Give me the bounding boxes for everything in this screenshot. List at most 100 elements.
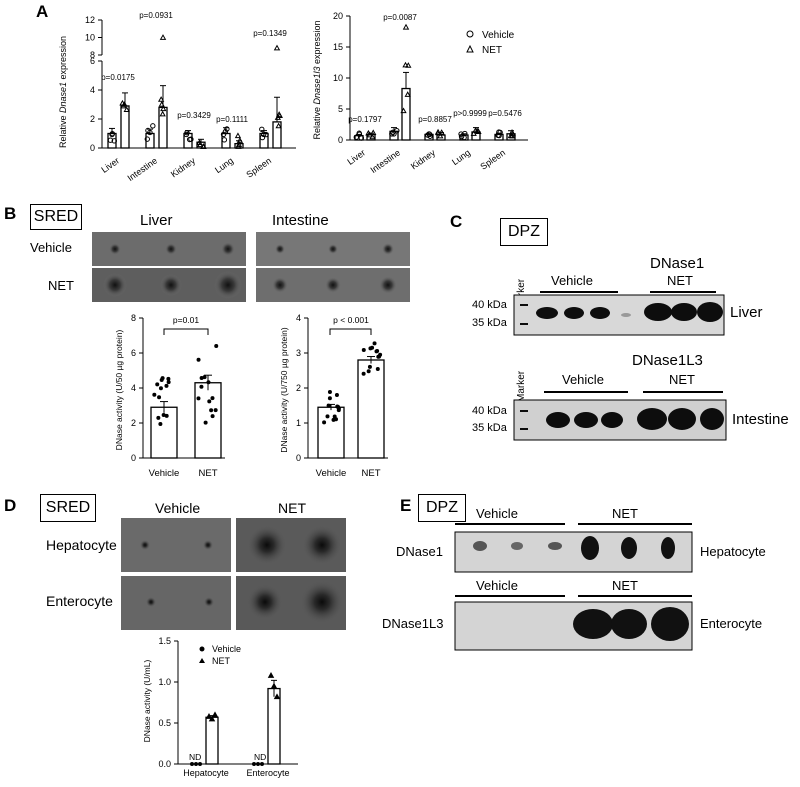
sred-tag-b: SRED [30,204,82,230]
point-net [123,106,130,113]
data-point [370,345,375,350]
y-axis-label: DNase activity (U/50 µg protein) [114,330,124,451]
data-point [209,408,214,413]
y-tick-label: 2 [296,383,301,393]
y-tick-label: 1.5 [158,636,171,646]
data-point [327,396,332,401]
y-tick-label: 0.0 [158,759,171,769]
col-label-net: NET [278,500,306,516]
y-tick-label: 0 [338,135,343,145]
point-vehicle [256,762,260,766]
panel-e-western: Vehicle NET DNase1 Hepatocyte Vehicle NE… [382,506,766,651]
data-point [332,414,337,419]
legend-net: NET [212,656,231,666]
kda-40: 40 kDa [472,299,508,311]
x-label-vehicle: Vehicle [316,468,347,479]
p-value: p=0.0931 [139,11,173,20]
data-point [166,376,171,381]
legend: Vehicle NET [466,30,515,56]
y-tick-label: 1.0 [158,677,171,687]
point-vehicle [190,762,194,766]
y-axis-label: Relative Dnase1 expression [58,36,68,148]
point-vehicle [389,131,395,137]
data-point [161,413,166,418]
nd-label-2: ND [254,752,266,762]
panel-label-b: B [4,204,17,223]
y-tick-label: 10 [85,33,95,43]
data-point [155,382,160,387]
marker-label: Marker [516,278,527,310]
point-vehicle [107,137,114,143]
point-net [435,129,442,136]
y-tick-label: 0.5 [158,718,171,728]
point-net [235,141,243,148]
point-vehicle [353,134,360,140]
x-tick-label: Spleen [244,155,273,179]
data-point [327,390,332,395]
point-net [276,111,283,117]
point-net-outlier [159,34,167,40]
point-net [267,672,275,678]
cell-label-hepatocyte: Hepatocyte [700,544,766,559]
x-label-net: NET [362,468,381,479]
data-point [164,413,169,418]
point-vehicle [461,134,467,141]
y-tick-label: 3 [296,348,301,358]
data-point [196,396,201,401]
y-axis-label: DNase activity (U/750 µg protein) [279,327,289,453]
data-point [158,386,163,391]
liver-net-spots [103,271,242,299]
row-label-dnase1: DNase1 [396,544,443,559]
bar-net [267,687,281,765]
data-point [322,420,327,425]
point-net [120,102,127,109]
x-tick-label: Spleen [478,147,507,171]
y-tick-label: 0 [90,143,95,153]
net-label-2: NET [669,372,695,387]
point-vehicle [144,136,151,142]
point-net [438,129,445,135]
panel-label-a: A [36,2,49,21]
point-net [208,715,216,722]
bar-net [120,105,130,149]
y-tick-label: 4 [131,383,136,393]
point-net [273,693,281,700]
data-point [375,366,380,371]
p-value: p=0.1797 [348,115,382,124]
p-value: p=0.0175 [101,73,135,82]
point-vehicle [220,131,227,138]
intestine-label: Intestine [732,411,789,428]
data-point [210,414,215,419]
data-point [366,369,371,374]
panel-label-e: E [400,496,412,515]
point-net [365,129,372,136]
data-point [214,344,219,349]
bar-net [158,106,168,149]
dnase1l3-title: DNase1L3 [632,352,703,369]
net-label: NET [667,273,693,288]
y-tick-label: 6 [131,348,136,358]
point-vehicle [194,762,198,766]
x-tick-label: Lung [450,147,472,167]
data-point [331,417,336,422]
x-tick-label: Kidney [169,155,198,179]
x-label-vehicle: Vehicle [149,468,180,479]
y-tick-label: 8 [131,313,136,323]
data-point [164,383,169,388]
legend-vehicle: Vehicle [482,30,515,41]
point-vehicle [394,127,400,134]
point-vehicle [186,136,193,143]
data-point [361,371,366,376]
point-net [274,114,281,120]
nd-label-1: ND [189,752,201,762]
data-point [375,348,380,353]
x-label-enterocyte: Enterocyte [246,768,289,778]
y-tick-label: 8 [90,50,95,60]
point-net [159,110,166,117]
intestine-vehicle-spots [275,243,394,255]
point-net [236,137,244,143]
panel-label-d: D [4,496,17,515]
vehicle-label: Vehicle [551,273,593,288]
